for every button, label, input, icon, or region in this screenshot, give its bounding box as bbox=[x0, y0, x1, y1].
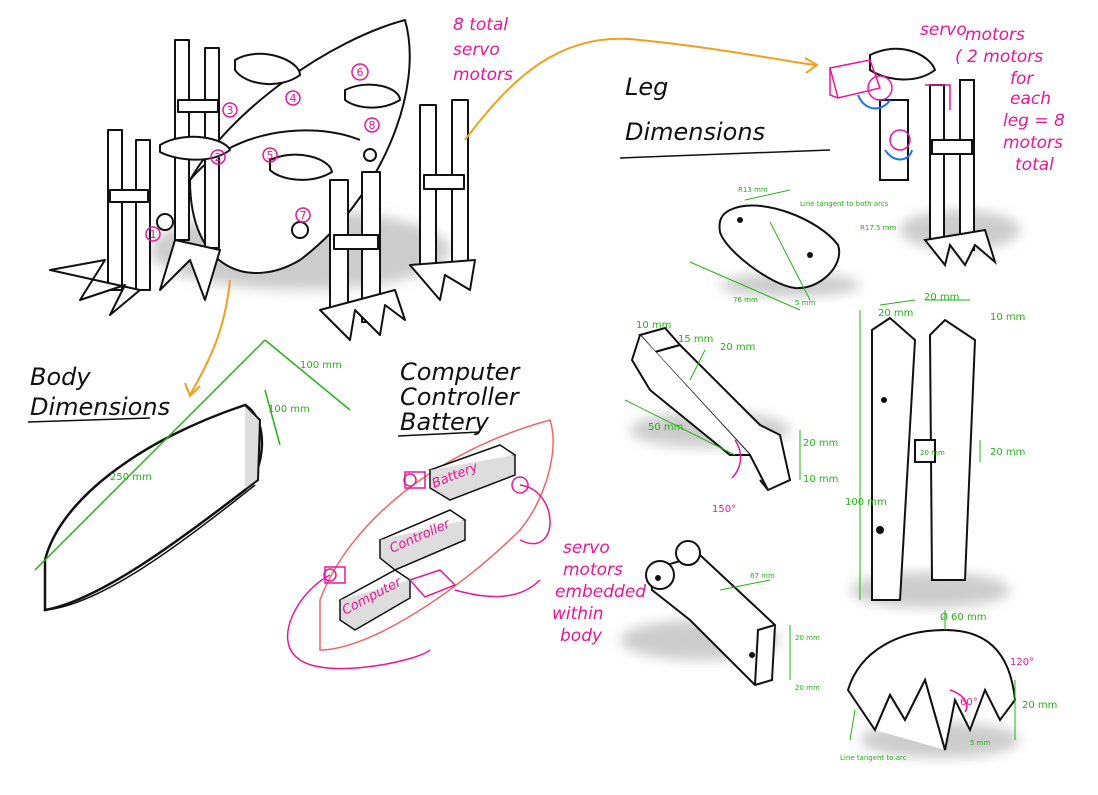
dim-label: 20 mm bbox=[795, 684, 820, 692]
ccb-heading: Computer Controller Battery bbox=[397, 358, 521, 437]
arrow-to-leg-detail bbox=[464, 37, 816, 141]
note-line: ( 2 motors bbox=[955, 47, 1043, 67]
servo-marker-6: 6 bbox=[351, 63, 369, 81]
note-line: for bbox=[1010, 69, 1034, 89]
servo-marker-5: 5 bbox=[262, 147, 278, 163]
note-line: motors bbox=[965, 25, 1025, 45]
servo-marker-label: 2 bbox=[215, 151, 222, 164]
dim-label: 20 mm bbox=[1022, 700, 1057, 711]
heading-line: Body bbox=[30, 363, 91, 391]
dim-label: 20 mm bbox=[924, 292, 959, 303]
dim-label: 20 mm bbox=[878, 308, 913, 319]
dim-label: 10 mm bbox=[990, 312, 1025, 323]
dim-label: 100 mm bbox=[845, 497, 887, 508]
leg-foot bbox=[846, 610, 1020, 758]
body-with-components bbox=[287, 419, 554, 670]
leg-link-2 bbox=[624, 326, 801, 492]
dim-label: 150° bbox=[712, 504, 736, 515]
dim-label: 20 mm bbox=[795, 634, 820, 642]
note-line: leg = 8 bbox=[1003, 111, 1065, 131]
dim-label: 5 mm bbox=[795, 299, 815, 307]
servo-marker-2: 2 bbox=[210, 149, 226, 165]
dim-label: 10 mm bbox=[636, 320, 671, 331]
dim-label: 20 mm bbox=[720, 342, 755, 353]
servo-right-note: servo motors ( 2 motors for each leg = 8… bbox=[920, 20, 1065, 175]
robot-assembly bbox=[49, 19, 476, 341]
leg-servo-detail bbox=[829, 47, 1020, 268]
note-line: motors bbox=[1003, 133, 1063, 153]
heading-line: Dimensions bbox=[625, 118, 765, 146]
note-line: 8 total bbox=[453, 15, 508, 35]
heading-line: Dimensions bbox=[30, 393, 170, 421]
note-line: servo bbox=[920, 20, 967, 40]
dim-label: 5 mm bbox=[970, 739, 990, 747]
servo-markers: 1 2 3 4 5 6 7 8 bbox=[145, 63, 380, 242]
note-line: body bbox=[560, 626, 603, 646]
note-line: motors bbox=[453, 65, 513, 85]
servo-marker-3: 3 bbox=[222, 102, 238, 118]
dim-label: Ø 60 mm bbox=[940, 611, 986, 623]
dim-label: 20 mm bbox=[990, 447, 1025, 458]
servo-marker-4: 4 bbox=[285, 90, 301, 106]
heading-line: Computer bbox=[400, 358, 521, 386]
dim-label: Line tangent to arc bbox=[840, 754, 907, 762]
arrow-to-body-dimensions bbox=[189, 279, 231, 396]
servo-marker-label: 1 bbox=[150, 228, 157, 241]
note-line: servo bbox=[453, 40, 500, 60]
dim-label: 50 mm bbox=[648, 422, 683, 433]
heading-line: Leg bbox=[625, 73, 668, 101]
servo-total-note: 8 total servo motors bbox=[453, 15, 513, 85]
servo-marker-label: 7 bbox=[300, 209, 307, 222]
dim-label: 100 mm bbox=[268, 404, 310, 415]
note-line: within bbox=[552, 604, 604, 624]
body-dimensions-heading: Body Dimensions bbox=[27, 363, 170, 423]
embedded-note: servo motors embedded within body bbox=[552, 538, 646, 646]
note-line: servo bbox=[563, 538, 610, 558]
leg-link-1: R13 mm R17.5 mm Line tangent to both arc… bbox=[689, 186, 896, 311]
dim-label: 20 mm bbox=[803, 438, 838, 449]
servo-marker-label: 8 bbox=[369, 119, 376, 132]
note-line: each bbox=[1010, 89, 1051, 109]
heading-line: Battery bbox=[400, 408, 490, 436]
dim-label: R13 mm bbox=[738, 186, 768, 194]
body-shape bbox=[34, 339, 351, 612]
servo-marker-label: 3 bbox=[227, 104, 234, 117]
servo-marker-8: 8 bbox=[364, 117, 380, 133]
dim-label: 60° bbox=[960, 697, 978, 708]
dim-label: 76 mm bbox=[733, 296, 758, 304]
leg-dimensions-heading: Leg Dimensions bbox=[619, 73, 831, 159]
note-line: total bbox=[1015, 155, 1054, 175]
dim-label: 67 mm bbox=[750, 572, 775, 580]
leg-link-3 bbox=[620, 540, 791, 687]
dim-label: R17.5 mm bbox=[860, 224, 896, 232]
servo-marker-label: 6 bbox=[357, 66, 364, 79]
dim-label: 120° bbox=[1010, 657, 1034, 668]
servo-marker-label: 5 bbox=[267, 149, 274, 162]
servo-marker-1: 1 bbox=[145, 226, 161, 242]
dim-label: 10 mm bbox=[803, 474, 838, 485]
dim-label: 100 mm bbox=[300, 360, 342, 371]
dim-label: Line tangent to both arcs bbox=[800, 200, 889, 208]
leg-post bbox=[850, 299, 1010, 608]
servo-marker-label: 4 bbox=[290, 92, 297, 105]
note-line: motors bbox=[563, 560, 623, 580]
servo-marker-7: 7 bbox=[295, 207, 311, 223]
dim-label: 20 mm bbox=[920, 449, 945, 457]
note-line: embedded bbox=[555, 582, 646, 602]
dim-label: 15 mm bbox=[678, 334, 713, 345]
dim-label: 250 mm bbox=[110, 472, 152, 483]
heading-line: Controller bbox=[400, 383, 521, 411]
